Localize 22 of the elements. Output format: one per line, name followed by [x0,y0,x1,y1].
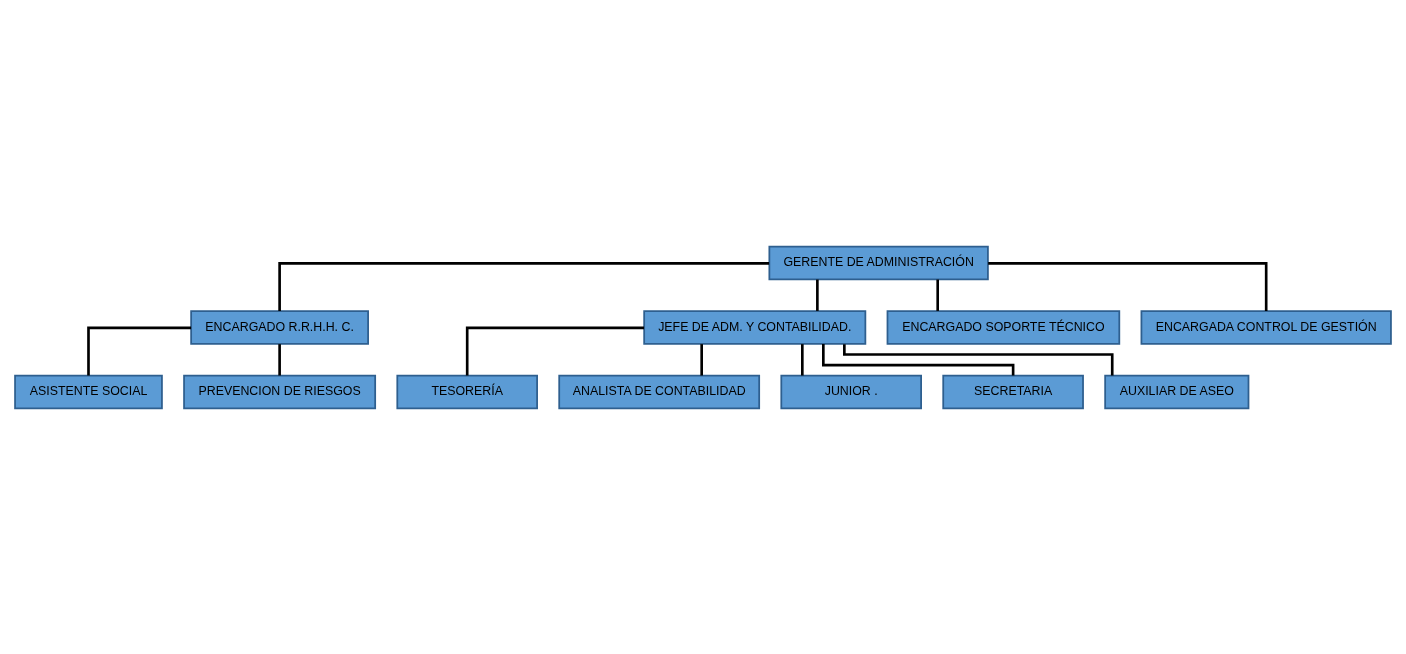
node-box: ANALISTA DE CONTABILIDAD [558,374,761,409]
connector [822,343,1015,375]
node-box: JUNIOR . [780,374,922,409]
connector [278,343,281,375]
node-box: PREVENCION DE RIESGOS [183,374,377,409]
connector [936,279,940,311]
connector [816,279,819,311]
connector [700,343,703,375]
node-box: ENCARGADO SOPORTE TÉCNICO [886,309,1121,345]
node-box: ENCARGADO R.R.H.H. C. [190,309,369,345]
node-box: GERENTE DE ADMINISTRACIÓN [768,245,989,280]
connector [87,326,192,376]
node-box: TESORERÍA [396,374,538,409]
node-box: JEFE DE ADM. Y CONTABILIDAD. [643,309,867,345]
connector [801,343,804,375]
connector [278,261,770,311]
connector [988,261,1268,311]
node-box: ASISTENTE SOCIAL [14,374,163,409]
node-box: ENCARGADA CONTROL DE GESTIÓN [1140,309,1392,345]
connector [465,326,644,376]
node-box: SECRETARIA [942,374,1084,409]
node-box: AUXILIAR DE ASEO [1104,374,1250,409]
